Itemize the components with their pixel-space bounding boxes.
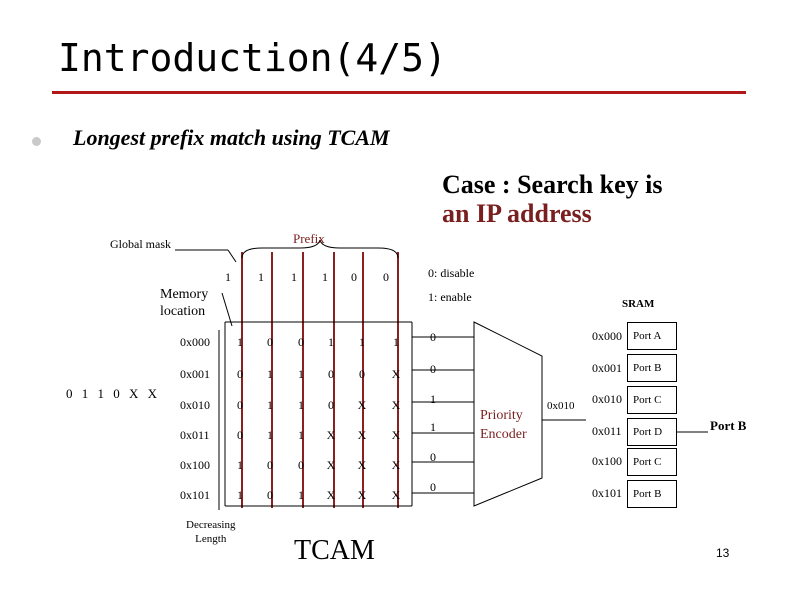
result-port: Port B xyxy=(710,418,747,433)
mask-bit: 1 xyxy=(291,270,297,284)
sram-row-port: Port C xyxy=(627,386,677,414)
bullet-text: Longest prefix match using TCAM xyxy=(73,125,390,150)
disable-label: 0: disable xyxy=(428,266,475,280)
sram-row-address: 0x101 xyxy=(592,486,622,500)
tcam-bit: X xyxy=(391,428,401,442)
tcam-bit: 0 xyxy=(237,398,243,412)
tcam-bit: 1 xyxy=(359,335,365,349)
priority-encoder-shape xyxy=(473,321,543,507)
tcam-bit: X xyxy=(391,488,401,502)
enable-label: 1: enable xyxy=(428,290,472,304)
decreasing-length-label: Decreasing Length xyxy=(186,519,236,545)
tcam-bit: 1 xyxy=(328,335,334,349)
global-mask-label: Global mask xyxy=(110,237,171,251)
tcam-bit: 1 xyxy=(298,428,304,442)
tcam-bit: 1 xyxy=(237,335,243,349)
match-line-value: 1 xyxy=(430,420,436,434)
mask-bit: 1 xyxy=(225,270,231,284)
sram-row-address: 0x010 xyxy=(592,392,622,406)
tcam-bit: X xyxy=(391,398,401,412)
tcam-row-address: 0x001 xyxy=(180,367,210,381)
sram-row-port: Port D xyxy=(627,418,677,446)
tcam-bit: 1 xyxy=(298,488,304,502)
tcam-bit: 1 xyxy=(237,458,243,472)
mask-bit: 0 xyxy=(351,270,357,284)
tcam-bit: 0 xyxy=(267,488,273,502)
tcam-row-address: 0x000 xyxy=(180,335,210,349)
search-key: 0 1 1 0 X X xyxy=(66,386,161,401)
tcam-row-address: 0x101 xyxy=(180,488,210,502)
title-divider xyxy=(52,91,746,94)
tcam-bit: 0 xyxy=(298,458,304,472)
sram-row-address: 0x011 xyxy=(592,424,622,438)
tcam-bit: 1 xyxy=(267,367,273,381)
mask-bit: 0 xyxy=(383,270,389,284)
tcam-bit: X xyxy=(357,458,367,472)
tcam-bit: 0 xyxy=(328,398,334,412)
case-line-2: an IP address xyxy=(442,199,592,228)
tcam-bit: 1 xyxy=(298,398,304,412)
tcam-bit: 0 xyxy=(267,458,273,472)
sram-row-port: Port B xyxy=(627,480,677,508)
memory-location-arrow xyxy=(221,292,233,327)
tcam-bit: 0 xyxy=(359,367,365,381)
sram-label: SRAM xyxy=(622,298,655,310)
tcam-bit: 1 xyxy=(267,428,273,442)
match-line-value: 0 xyxy=(430,480,436,494)
tcam-row-address: 0x011 xyxy=(180,428,210,442)
encoder-output: 0x010 xyxy=(547,400,575,412)
memory-location-label: Memory location xyxy=(160,287,209,319)
mask-bit: 1 xyxy=(322,270,328,284)
sram-row-address: 0x100 xyxy=(592,454,622,468)
tcam-bit: X xyxy=(357,488,367,502)
tcam-bit: 0 xyxy=(298,335,304,349)
prefix-brace xyxy=(241,239,399,259)
tcam-bit: X xyxy=(326,458,336,472)
match-line-value: 1 xyxy=(430,392,436,406)
tcam-bit: 0 xyxy=(237,367,243,381)
case-text: Case : Search key is an IP address xyxy=(442,170,663,228)
priority-encoder-label: Priority Encoder xyxy=(480,408,527,442)
tcam-bit: X xyxy=(391,367,401,381)
tcam-bit: 1 xyxy=(298,367,304,381)
tcam-bit: X xyxy=(357,398,367,412)
tcam-label: TCAM xyxy=(294,535,375,566)
tcam-bit: 1 xyxy=(267,398,273,412)
tcam-bit: 0 xyxy=(328,367,334,381)
tcam-row-address: 0x100 xyxy=(180,458,210,472)
sram-row-port: Port A xyxy=(627,322,677,350)
slide-title: Introduction(4/5) xyxy=(58,36,447,80)
bullet-icon xyxy=(32,137,41,146)
sram-row-address: 0x001 xyxy=(592,361,622,375)
page-number: 13 xyxy=(716,546,730,560)
tcam-row-address: 0x010 xyxy=(180,398,210,412)
mask-bit: 1 xyxy=(258,270,264,284)
tcam-bit: 0 xyxy=(237,428,243,442)
sram-row-address: 0x000 xyxy=(592,329,622,343)
match-line-value: 0 xyxy=(430,450,436,464)
match-line-value: 0 xyxy=(430,330,436,344)
tcam-bit: X xyxy=(357,428,367,442)
prefix-label: Prefix xyxy=(293,231,325,246)
tcam-bit: 0 xyxy=(267,335,273,349)
sram-row-port: Port B xyxy=(627,354,677,382)
case-line-1: Case : Search key is xyxy=(442,170,663,199)
tcam-bit: X xyxy=(391,458,401,472)
sram-row-port: Port C xyxy=(627,448,677,476)
tcam-bit: X xyxy=(326,428,336,442)
match-line-value: 0 xyxy=(430,362,436,376)
tcam-bit: 1 xyxy=(237,488,243,502)
tcam-bit: X xyxy=(326,488,336,502)
tcam-bit: 1 xyxy=(393,335,399,349)
